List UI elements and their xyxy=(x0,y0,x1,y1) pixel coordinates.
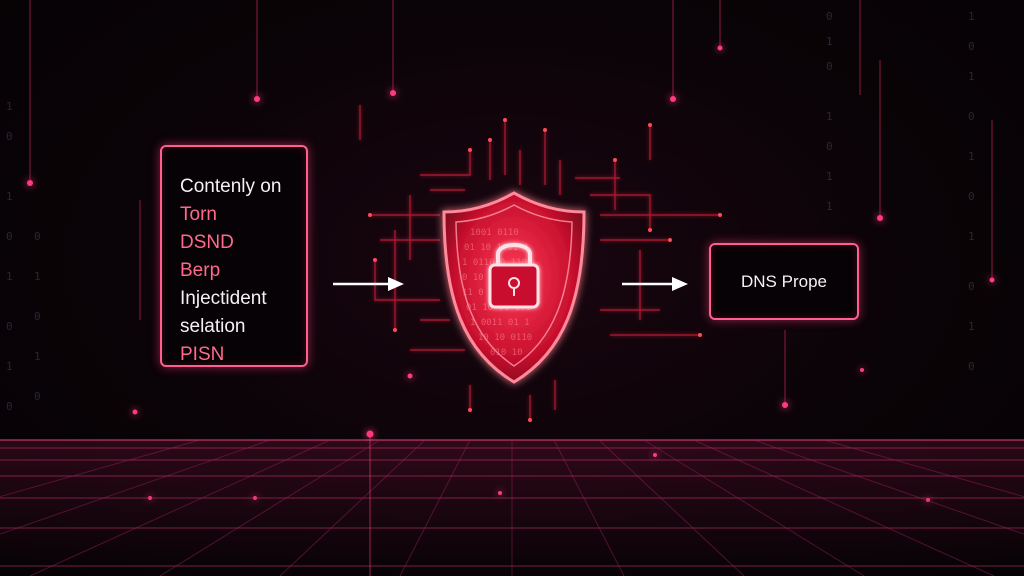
input-line-4: Berp xyxy=(180,260,221,281)
svg-text:01 10 1001 1: 01 10 1001 1 xyxy=(464,243,529,253)
circuit-nodes xyxy=(368,118,722,422)
input-line-5: Injectident xyxy=(180,288,267,309)
floor-grid xyxy=(0,434,1024,576)
svg-text:0: 0 xyxy=(968,360,975,373)
svg-text:0: 0 xyxy=(6,320,13,333)
svg-text:0: 0 xyxy=(826,60,833,73)
svg-text:1: 1 xyxy=(6,100,13,113)
svg-text:0: 0 xyxy=(826,10,833,23)
svg-text:1: 1 xyxy=(6,190,13,203)
input-line-1: Contenly on xyxy=(180,176,282,197)
svg-text:1: 1 xyxy=(968,10,975,23)
circuit-traces xyxy=(359,105,720,420)
input-line-6: selation xyxy=(180,316,246,337)
input-line-7: PISN xyxy=(180,344,225,365)
output-label: DNS Prope xyxy=(741,271,827,291)
svg-text:0: 0 xyxy=(826,140,833,153)
glow-dots xyxy=(27,45,995,502)
svg-text:1: 1 xyxy=(826,110,833,123)
shield-lock-icon: 1001 0110 01 10 1001 1 1 0110 0 1101 0 1… xyxy=(442,191,586,384)
svg-text:0: 0 xyxy=(34,230,41,243)
input-list-box: Contenly on Torn DSND Berp Injectident s… xyxy=(160,145,308,367)
svg-text:1: 1 xyxy=(826,170,833,183)
output-box: DNS Prope xyxy=(709,243,859,320)
svg-text:1: 1 xyxy=(34,270,41,283)
svg-text:1: 1 xyxy=(34,350,41,363)
svg-text:1: 1 xyxy=(968,70,975,83)
svg-text:0: 0 xyxy=(6,400,13,413)
svg-text:10 10 0110: 10 10 0110 xyxy=(478,333,532,343)
svg-text:0: 0 xyxy=(968,280,975,293)
svg-text:0: 0 xyxy=(6,130,13,143)
svg-text:0: 0 xyxy=(968,190,975,203)
svg-text:1: 1 xyxy=(968,320,975,333)
arrow-in-icon xyxy=(333,277,404,291)
svg-text:1: 1 xyxy=(826,200,833,213)
svg-text:0: 0 xyxy=(34,390,41,403)
svg-text:010 10: 010 10 xyxy=(490,348,523,358)
svg-text:1: 1 xyxy=(968,230,975,243)
svg-text:0: 0 xyxy=(968,40,975,53)
input-line-2: Torn xyxy=(180,204,217,225)
svg-text:0: 0 xyxy=(968,110,975,123)
input-line-3: DSND xyxy=(180,232,234,253)
svg-text:1: 1 xyxy=(826,35,833,48)
svg-text:0: 0 xyxy=(6,230,13,243)
svg-text:1001 0110: 1001 0110 xyxy=(470,228,519,238)
svg-text:1: 1 xyxy=(6,360,13,373)
svg-text:0: 0 xyxy=(34,310,41,323)
svg-text:1: 1 xyxy=(968,150,975,163)
svg-text:1 0011 01 1: 1 0011 01 1 xyxy=(470,318,530,328)
svg-text:1: 1 xyxy=(6,270,13,283)
arrow-out-icon xyxy=(622,277,688,291)
vertical-light-lines xyxy=(29,0,993,405)
